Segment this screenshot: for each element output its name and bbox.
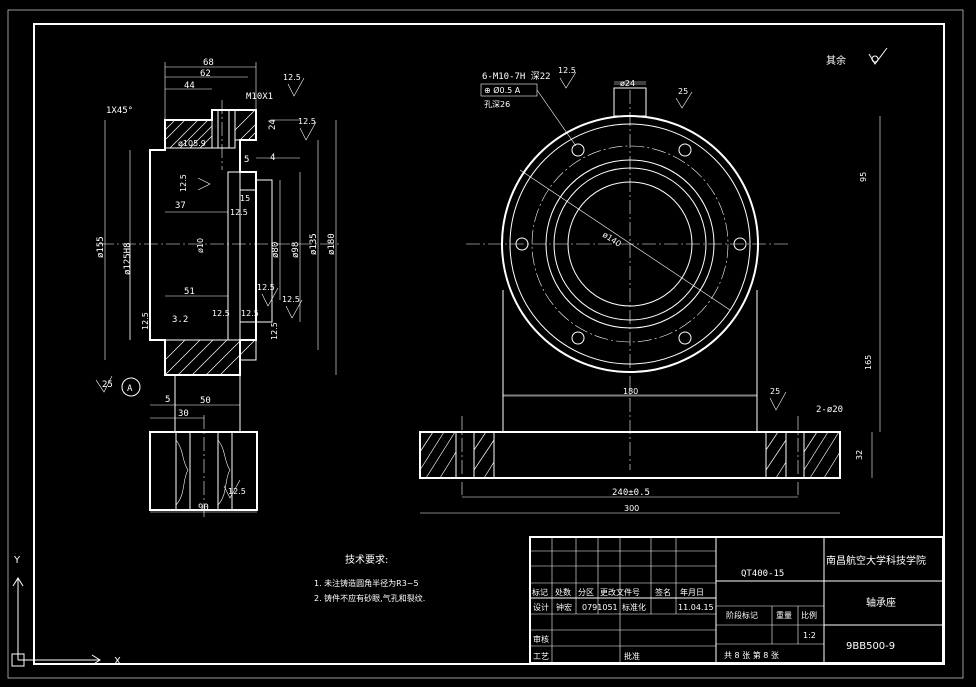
thread-note: 6-M10-7H 深22 <box>482 71 551 82</box>
tech-req-item-2: 2. 铸件不应有砂眼,气孔和裂纹. <box>314 593 425 603</box>
roughness-5: 12.5 <box>257 283 275 292</box>
sheet-count: 共 8 张 第 8 张 <box>724 650 779 660</box>
other-finish-symbol <box>868 47 888 65</box>
dim-phi105: ø105.9 <box>178 139 206 148</box>
dim-37: 37 <box>175 201 186 211</box>
approve-label: 批准 <box>624 651 640 661</box>
axis-y-label: Y <box>13 555 21 566</box>
scale-label: 比例 <box>801 610 817 620</box>
roughness-4: 12.5 <box>230 208 248 217</box>
header-mark: 标记 <box>532 587 548 597</box>
process-label: 工艺 <box>533 652 549 661</box>
datum-a: A <box>127 384 133 394</box>
weight-label: 重量 <box>776 610 792 620</box>
school-name: 南昌航空大学科技学院 <box>826 554 926 567</box>
ucs-icon <box>11 577 101 667</box>
dim-phi24: ø24 <box>620 79 635 88</box>
dim-phi125: ø125H8 <box>123 242 133 275</box>
dim-62: 62 <box>200 69 211 79</box>
header-date: 年月日 <box>680 587 704 597</box>
dim-68: 68 <box>203 58 214 68</box>
header-sign: 签名 <box>655 587 671 597</box>
roughness-25a: 25 <box>678 87 688 96</box>
dim-50: 50 <box>200 396 211 406</box>
dim-5b: 5 <box>165 395 170 405</box>
roughness-7: 12.5 <box>212 309 230 318</box>
front-view: ø24 ø140 95 165 180 2-ø20 32 240±0.5 300… <box>419 66 881 514</box>
roughness-3-2: 3.2 <box>172 315 188 325</box>
dim-300: 300 <box>624 504 639 513</box>
scale-value: 1:2 <box>803 631 816 640</box>
hatch-top <box>164 109 257 149</box>
dim-51: 51 <box>184 287 195 297</box>
roughness-1: 12.5 <box>283 73 301 82</box>
header-zone: 分区 <box>578 588 594 597</box>
dim-2phi20: 2-ø20 <box>816 405 843 415</box>
roughness-8: 12.5 <box>241 309 259 318</box>
inner-frame <box>33 23 945 665</box>
drawing-number: 9BB500-9 <box>846 641 895 652</box>
dim-phi10: ø10 <box>196 238 205 253</box>
hole-depth: 孔深26 <box>484 100 510 109</box>
section-view: 68 62 44 M10X1 1X45° ø105.9 24 5 4 15 37… <box>95 58 340 520</box>
dim-44: 44 <box>184 81 195 91</box>
roughness-symbols: 12.5 12.5 12.5 12.5 12.5 12.5 12.5 12.5 … <box>141 73 317 499</box>
tech-req-title: 技术要求: <box>345 553 388 566</box>
part-name: 轴承座 <box>866 596 896 609</box>
dim-phi135: ø135 <box>309 233 319 255</box>
roughness-6: 12.5 <box>282 295 300 304</box>
dim-phi98: ø98 <box>291 242 301 258</box>
roughness-11: 12.5 <box>228 487 246 496</box>
roughness-12-5: 12.5 <box>558 66 576 75</box>
design-label: 设计 <box>533 602 549 612</box>
dim-90: 90 <box>198 503 209 513</box>
dim-15: 15 <box>240 194 250 203</box>
design-date: 11.04.15 <box>678 603 714 612</box>
dim-phi180: ø180 <box>327 233 337 255</box>
dim-165: 165 <box>864 355 873 370</box>
axis-x-label: X <box>114 656 121 667</box>
title-block <box>529 536 944 664</box>
tech-req-item-1: 1. 未注铸造圆角半径为R3~5 <box>314 578 419 588</box>
dim-240: 240±0.5 <box>612 488 650 498</box>
dim-32: 32 <box>855 450 864 460</box>
review-label: 审核 <box>533 634 549 644</box>
dim-phi155: ø155 <box>96 236 106 258</box>
dim-m10: M10X1 <box>246 92 273 102</box>
stage-label: 阶段标记 <box>726 610 758 620</box>
material: QT400-15 <box>741 569 784 579</box>
dim-180: 180 <box>623 387 638 396</box>
dimension-lines <box>104 62 337 513</box>
roughness-25b: 25 <box>770 387 780 396</box>
student-id: 0791051 <box>582 603 618 612</box>
roughness-9: 12.5 <box>270 322 279 340</box>
header-change: 更改文件号 <box>600 587 640 597</box>
designer: 钟宏 <box>556 602 572 612</box>
other-finish-label: 其余 <box>826 54 846 67</box>
datum-a-circle <box>121 377 141 397</box>
header-count: 处数 <box>555 587 571 597</box>
roughness-3: 12.5 <box>179 174 188 192</box>
dim-4: 4 <box>270 153 275 163</box>
position-tolerance: ⊕ Ø0.5 A <box>484 85 521 95</box>
dim-95: 95 <box>859 172 868 182</box>
outer-frame <box>7 9 964 679</box>
standardization: 标准化 <box>622 602 646 612</box>
dim-24: 24 <box>268 119 278 130</box>
dim-30: 30 <box>178 409 189 419</box>
roughness-10: 12.5 <box>141 312 150 330</box>
dim-phi80: ø80 <box>271 242 281 258</box>
dim-chamfer: 1X45° <box>106 106 133 116</box>
dim-phi140: ø140 <box>601 230 623 249</box>
dim-5: 5 <box>244 155 249 165</box>
hatch-bottom <box>164 339 257 376</box>
roughness-2: 12.5 <box>298 117 316 126</box>
left-base <box>149 431 258 511</box>
